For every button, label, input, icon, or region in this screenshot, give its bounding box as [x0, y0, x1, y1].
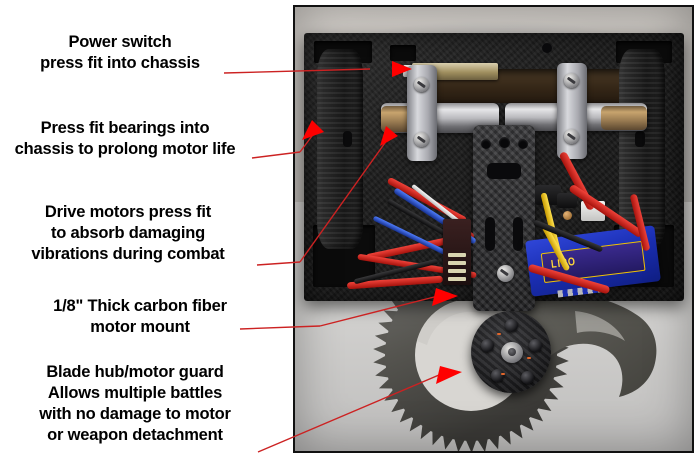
electronic-speed-controller — [443, 219, 471, 285]
annotation-motor-mount: 1/8" Thick carbon fiber motor mount — [53, 297, 227, 336]
carbon-fiber-center-plate — [473, 125, 535, 311]
bracket-screw — [414, 77, 429, 92]
annotation-blade-hub: Blade hub/motor guard Allows multiple ba… — [39, 363, 231, 444]
left-drive-wheel — [317, 49, 363, 249]
hub-center-bolt — [501, 342, 523, 363]
bracket-screw — [414, 132, 429, 147]
carbon-fiber-motor-mount — [497, 265, 514, 282]
bracket-screw — [564, 73, 579, 88]
right-bearing-bracket — [557, 63, 587, 159]
bracket-screw — [564, 129, 579, 144]
robot-chassis-photo: LIPO — [293, 5, 694, 453]
left-bearing-bracket — [407, 65, 437, 161]
weapon-blade-hub — [471, 311, 551, 393]
right-drive-motor-can — [601, 106, 647, 130]
annotation-press-fit-bearings: Press fit bearings into chassis to prolo… — [14, 119, 236, 158]
annotation-power-switch: Power switch press fit into chassis — [40, 33, 200, 72]
chassis-bearing-pocket — [343, 131, 352, 147]
annotation-drive-motors: Drive motors press fit to absorb damagin… — [31, 203, 225, 263]
